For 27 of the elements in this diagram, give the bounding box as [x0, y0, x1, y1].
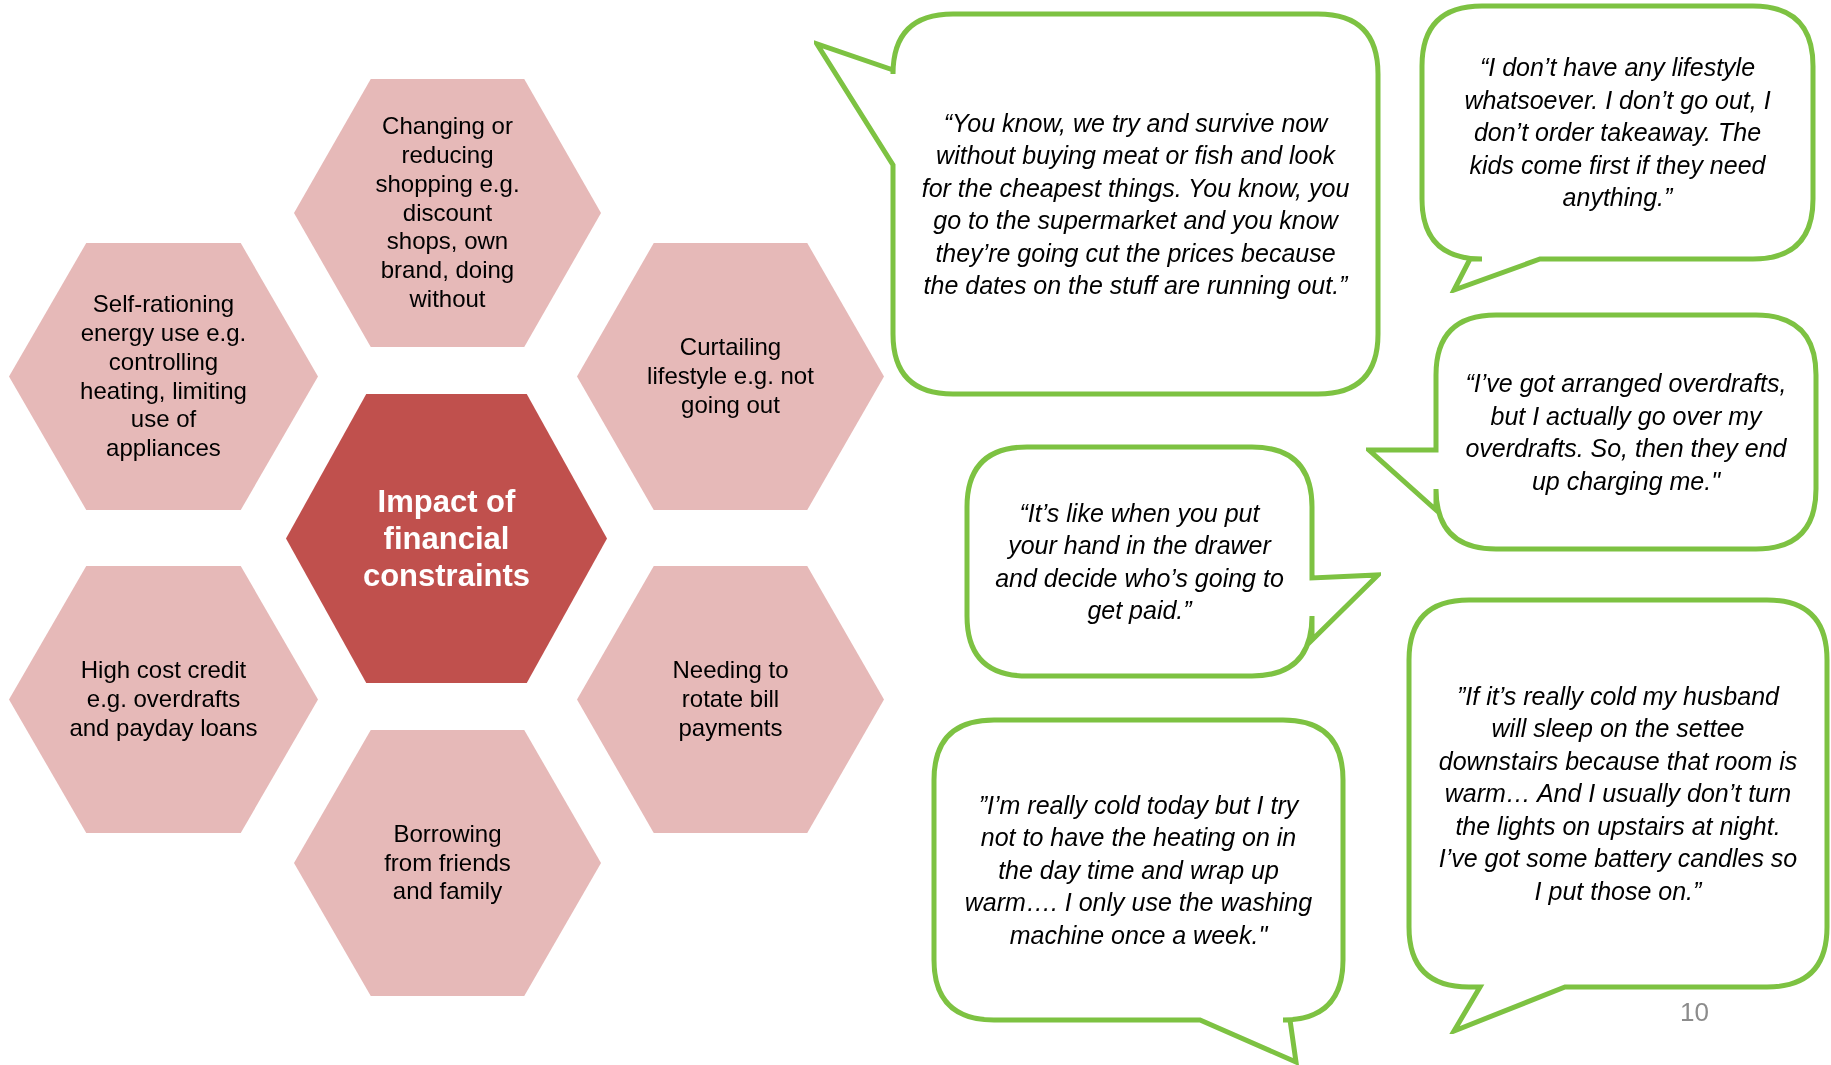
speech-bubble	[1419, 3, 1816, 293]
hexagon-label: Curtailing lifestyle e.g. not going out	[646, 333, 815, 420]
page-number: 10	[1680, 997, 1709, 1028]
speech-bubble	[814, 11, 1381, 397]
hexagon-label: Changing or reducing shopping e.g. discount shops, own brand, doing without	[374, 112, 521, 314]
quote-text: “I don’t have any lifestyle whatsoever. I don’t go out, I don’t order takeaway. The kids come first if they need anything.”	[1463, 52, 1772, 214]
hexagon-label: Impact of financial constraints	[361, 482, 532, 595]
quote-text: ”If it’s really cold my husband will sleep on the settee downstairs because that room is warm… And I usually don’t turn the lights on upstairs at night. I’ve got some battery candles so I put those on.”	[1437, 680, 1799, 907]
hexagon	[9, 566, 318, 833]
quote-text: “You know, we try and survive now without buying meat or fish and look for the cheapest things. You know, you go to the supermarket and you know they’re going cut the prices because the dates on the stuff are running out.”	[921, 107, 1350, 301]
speech-bubble	[964, 444, 1381, 679]
hexagon	[577, 243, 884, 510]
hexagon	[286, 394, 607, 683]
speech-bubble	[1366, 312, 1819, 552]
hexagon-label: High cost credit e.g. overdrafts and payday loans	[68, 656, 259, 743]
quote-text: “It’s like when you put your hand in the drawer and decide who’s going to get paid.”	[995, 497, 1284, 626]
hexagon-label: Self-rationing energy use e.g. controlling heating, limiting use of appliances	[79, 290, 248, 463]
hexagon	[294, 79, 601, 347]
quote-text: ”I’m really cold today but I try not to have the heating on in the day time and wrap up warm…. I only use the washing machine once a week."	[963, 789, 1314, 951]
hexagon	[294, 730, 601, 996]
speech-bubble	[931, 717, 1346, 1065]
hexagon	[577, 566, 884, 833]
speech-bubble	[1406, 597, 1830, 1034]
quote-text: “I’ve got arranged overdrafts, but I actually go over my overdrafts. So, then they end up charging me."	[1464, 368, 1788, 497]
hexagon-label: Needing to rotate bill payments	[671, 656, 790, 743]
hexagon	[9, 243, 318, 510]
hexagon-label: Borrowing from friends and family	[383, 819, 512, 907]
